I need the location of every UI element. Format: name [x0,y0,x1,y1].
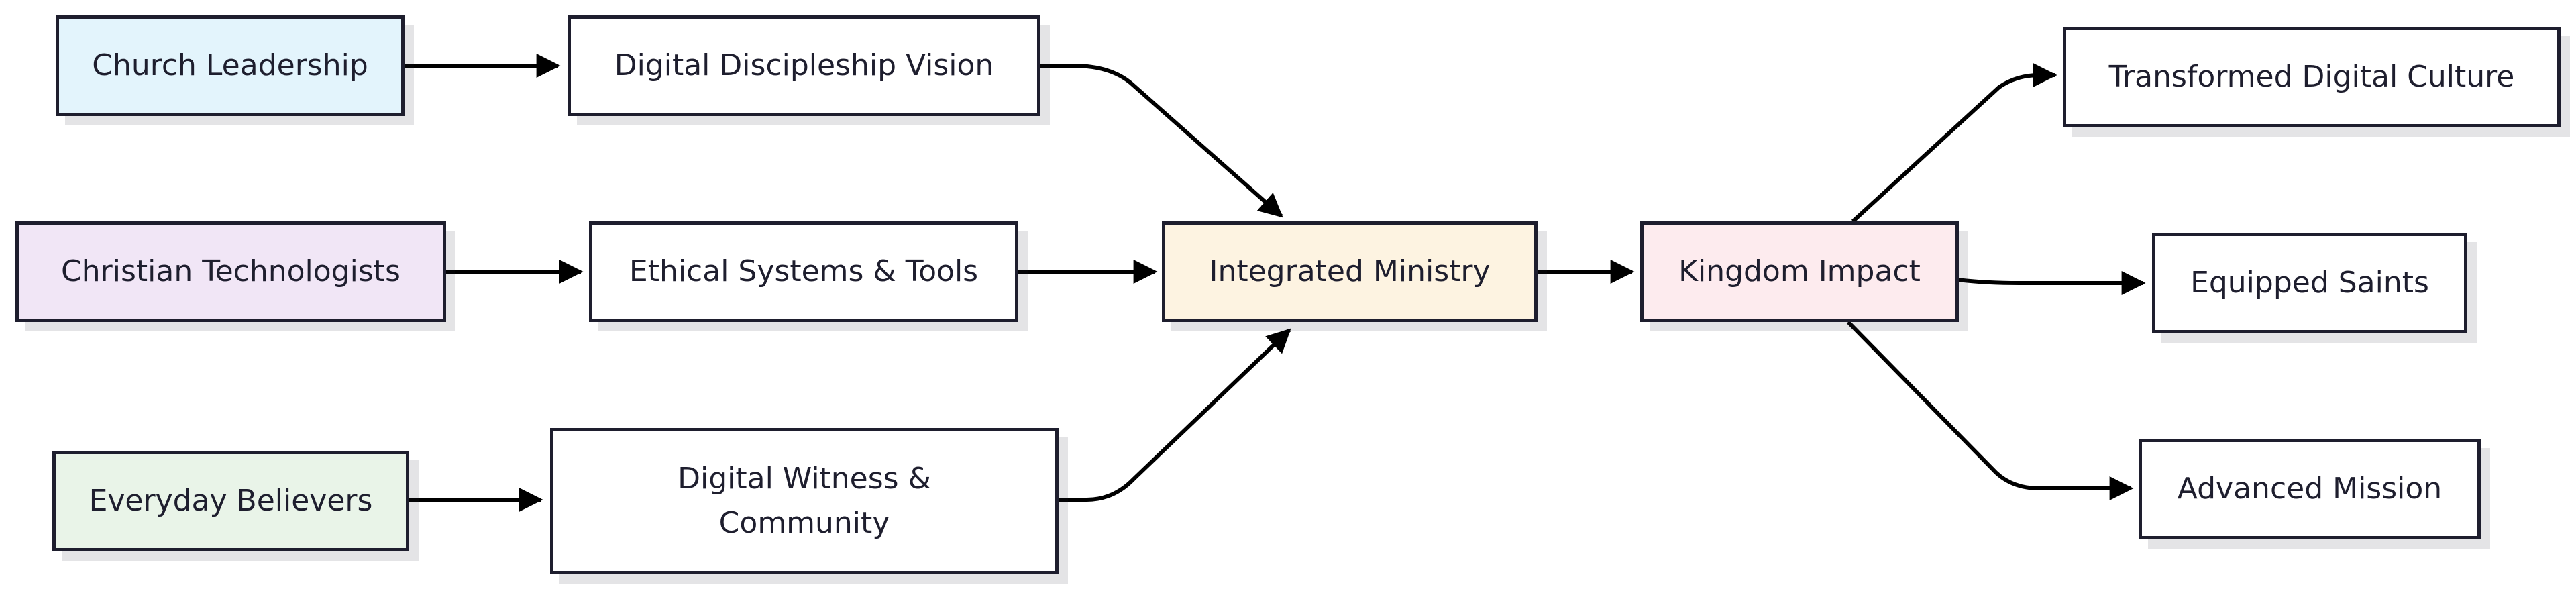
node-ethical-systems-tools: Ethical Systems & Tools [589,221,1018,322]
edge-digital-witness-community-to-integrated-ministry [1057,328,1291,502]
edge-kingdom-impact-to-transformed-digital-culture [1851,63,2057,223]
node-digital-discipleship-vision: Digital Discipleship Vision [568,15,1040,116]
node-everyday-believers: Everyday Believers [52,451,409,551]
node-equipped-saints: Equipped Saints [2152,233,2467,333]
edge-digital-discipleship-vision-to-integrated-ministry [1038,64,1283,218]
node-kingdom-impact: Kingdom Impact [1640,221,1959,322]
edge-kingdom-impact-to-advanced-mission [1846,320,2134,500]
node-christian-technologists: Christian Technologists [15,221,446,322]
node-church-leadership: Church Leadership [56,15,405,116]
edge-kingdom-impact-to-equipped-saints [1957,271,2146,295]
node-transformed-digital-culture: Transformed Digital Culture [2063,27,2561,127]
node-integrated-ministry: Integrated Ministry [1162,221,1538,322]
node-advanced-mission: Advanced Mission [2139,439,2481,539]
node-digital-witness-community: Digital Witness & Community [550,428,1059,574]
